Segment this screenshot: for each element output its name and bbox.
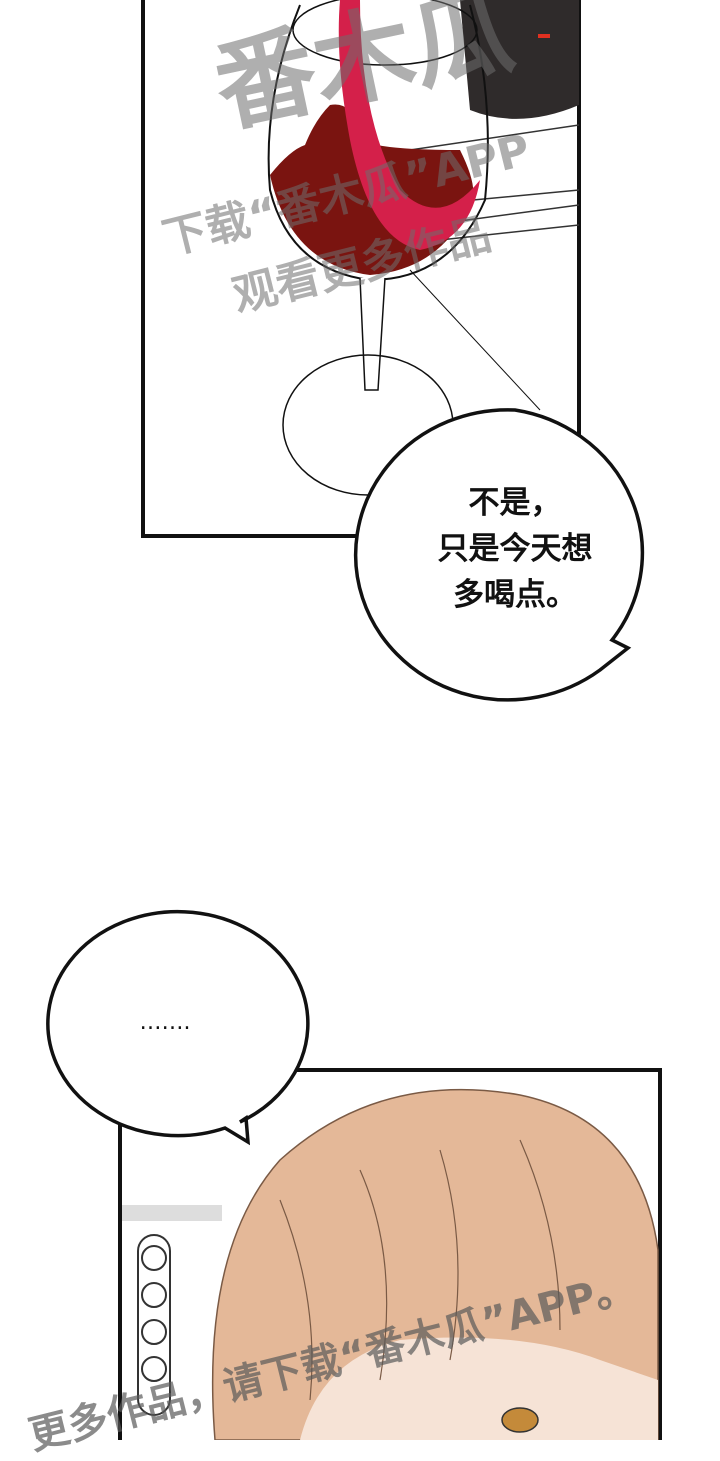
bubble-line: ……. (139, 1010, 191, 1035)
character-panel (118, 1068, 662, 1440)
bubble-line: 多喝点。 (453, 577, 577, 613)
wine-glass-panel (141, 0, 581, 538)
wine-bottle (460, 0, 579, 119)
bubble-line: 只是今天想 (437, 531, 593, 567)
character-eye (501, 1407, 539, 1433)
speech-bubble-1-text: 不是， 只是今天想 多喝点。 (370, 480, 660, 618)
speech-bubble-1 (353, 408, 645, 702)
bubble-line: 不是， (468, 485, 562, 521)
wine-pour (338, 0, 480, 250)
speech-bubble-2 (46, 909, 310, 1146)
speech-bubble-2-text: ……. (40, 1000, 290, 1046)
